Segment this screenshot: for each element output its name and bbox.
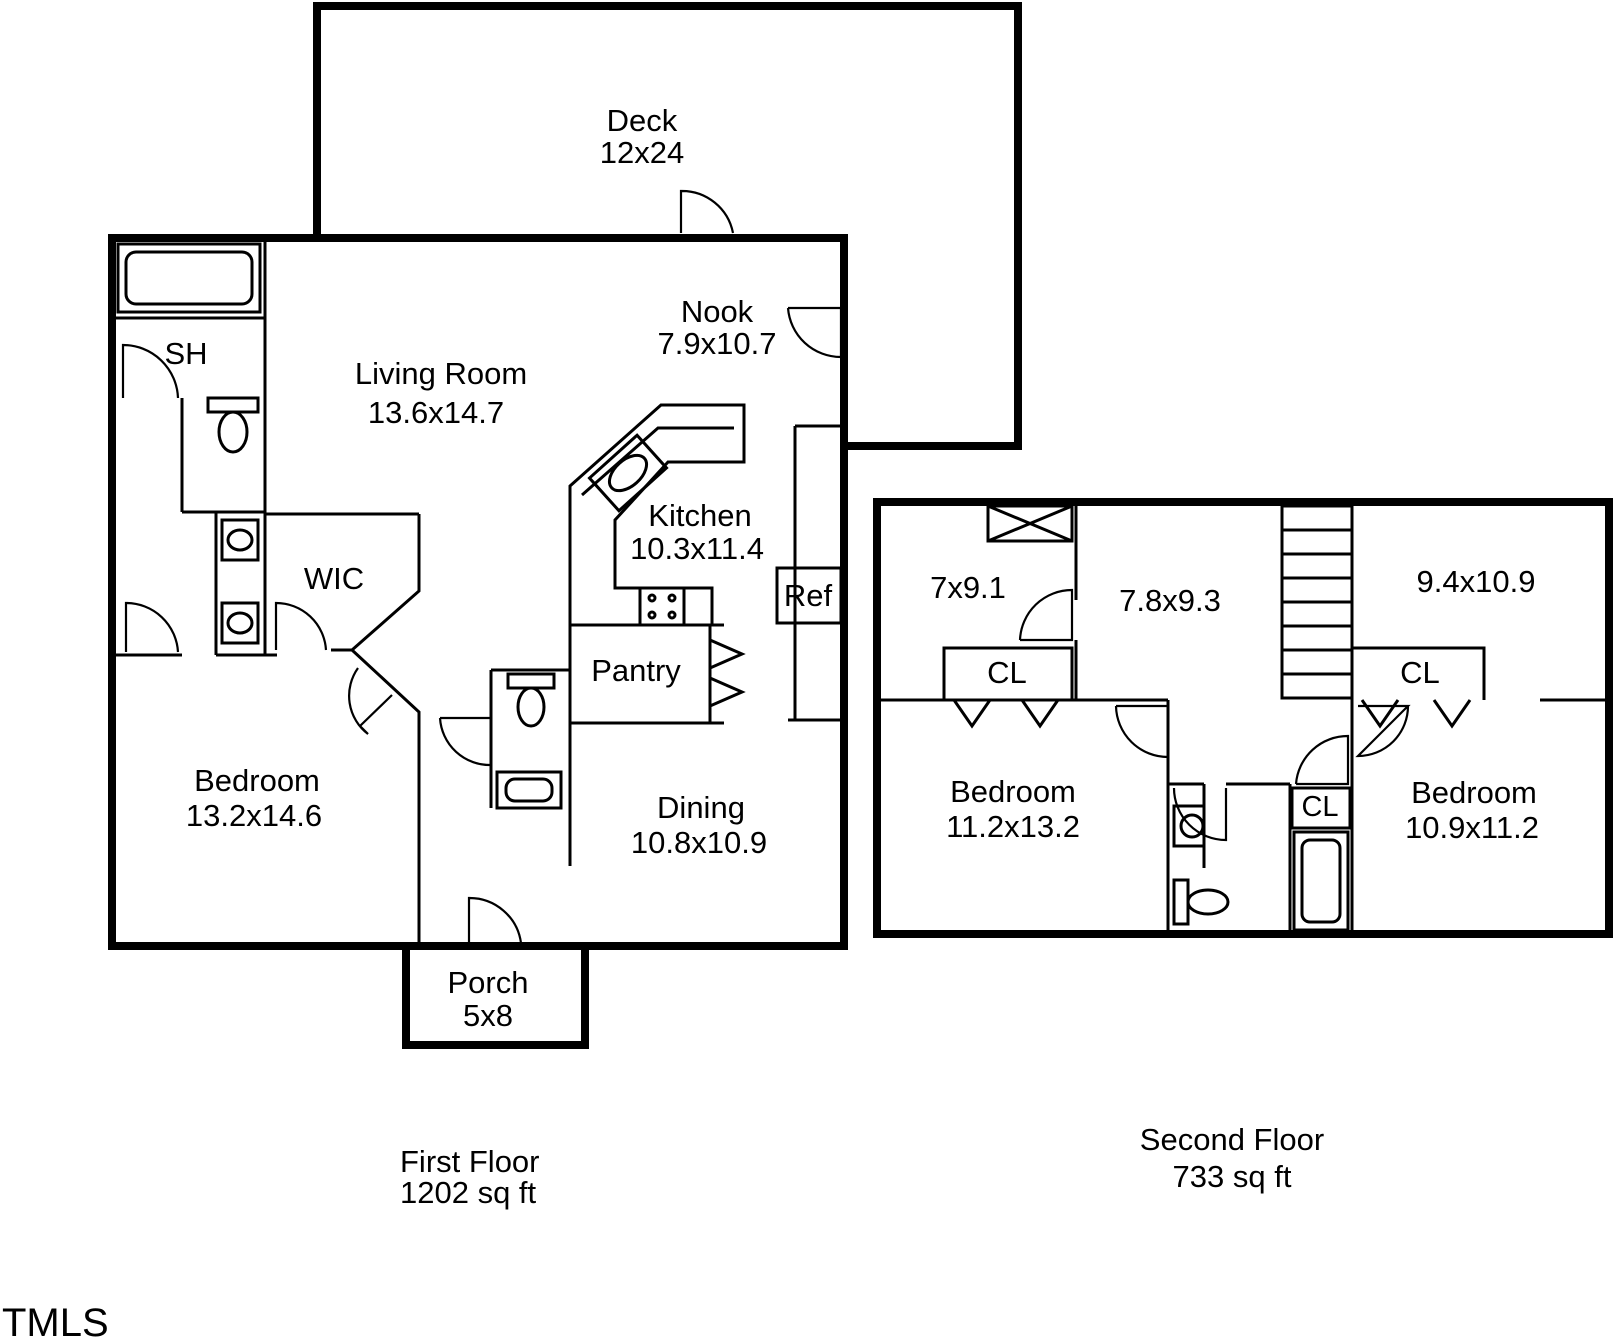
second-floor-doors [1018,588,1411,842]
first-floor-caption-title: First Floor [400,1144,540,1179]
deck-outline [313,2,1022,450]
kitchen-label: Kitchen [648,498,751,533]
closet-bath-label: CL [1301,791,1338,823]
dining-label: Dining [657,790,745,825]
bedroom-dimensions: 13.2x14.6 [186,798,322,833]
first-floor-interior-walls [112,238,844,946]
second-floor-caption-area: 733 sq ft [1173,1159,1292,1194]
first-floor-caption-area: 1202 sq ft [400,1175,537,1210]
bedroom-label: Bedroom [194,763,320,798]
deck-label: Deck [607,103,678,138]
deck-dimensions: 12x24 [600,135,684,170]
room-b-dimensions: 7.8x9.3 [1119,583,1221,618]
dining-dimensions: 10.8x10.9 [631,825,767,860]
wic-label: WIC [304,561,364,596]
second-floor: 7x9.1 7.8x9.3 9.4x10.9 CL CL CL Bedroom … [873,498,1613,1194]
second-floor-caption-title: Second Floor [1140,1122,1324,1157]
bedroom-right-label: Bedroom [1411,775,1537,810]
tmls-watermark: TMLS [2,1301,109,1338]
first-floor-doors [121,189,843,944]
living-room-label: Living Room [355,356,527,391]
first-floor: Deck 12x24 Nook 7.9x10.7 Living Room 13.… [108,2,1022,1210]
porch-dimensions: 5x8 [463,998,513,1033]
nook-label: Nook [681,294,754,329]
bedroom-left-dimensions: 11.2x13.2 [946,809,1080,844]
nook-dimensions: 7.9x10.7 [658,326,777,361]
bedroom-right-dimensions: 10.9x11.2 [1405,810,1539,845]
room-a-dimensions: 7x9.1 [930,570,1006,605]
closet-left-label: CL [987,655,1027,690]
second-floor-fixtures [1172,804,1350,932]
first-floor-outline [108,234,848,950]
room-c-dimensions: 9.4x10.9 [1417,564,1536,599]
first-floor-labels: Deck 12x24 Nook 7.9x10.7 Living Room 13.… [164,103,832,1210]
second-floor-labels: 7x9.1 7.8x9.3 9.4x10.9 CL CL CL Bedroom … [930,564,1539,1194]
pantry-label: Pantry [591,653,681,688]
second-floor-outline [873,498,1613,938]
kitchen-dimensions: 10.3x11.4 [630,531,764,566]
second-floor-interior-walls [877,502,1609,934]
porch-label: Porch [448,965,529,1000]
sh-label: SH [164,336,207,371]
living-room-dimensions: 13.6x14.7 [368,395,504,430]
closet-right-label: CL [1400,655,1440,690]
porch-outline [402,946,589,1049]
ref-label: Ref [784,578,833,613]
first-floor-fixtures [116,242,746,810]
bedroom-left-label: Bedroom [950,774,1076,809]
